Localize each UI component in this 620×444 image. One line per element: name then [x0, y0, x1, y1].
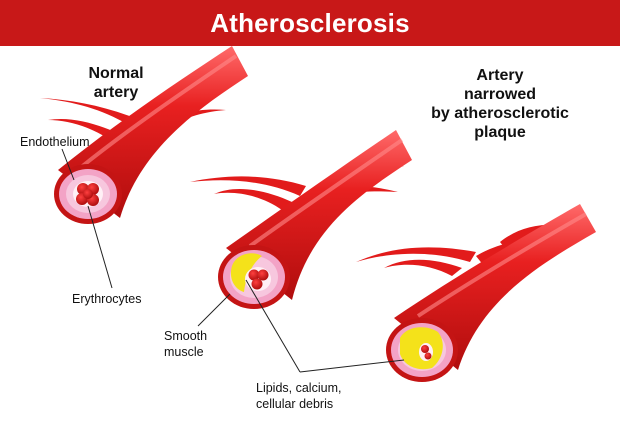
leader-line-lipids [245, 279, 301, 373]
erythrocytes-cluster [248, 269, 269, 290]
artery-highlight [248, 138, 404, 248]
artery-branch [384, 259, 462, 276]
erythrocyte [424, 352, 432, 360]
middle-artery [190, 130, 412, 309]
smooth-muscle-label: muscle [164, 345, 204, 359]
lipids-label: Lipids, calcium, [256, 381, 341, 395]
narrowed-artery-label: Artery [476, 67, 523, 84]
leader-line-erythrocytes [87, 205, 113, 289]
normal-artery-label: artery [94, 84, 139, 101]
endothelium-label: Endothelium [20, 135, 90, 149]
page-title: Atherosclerosis [210, 7, 410, 38]
erythrocyte [257, 269, 269, 281]
leader-line-lipids [299, 359, 405, 373]
leader-line-endothelium [61, 148, 75, 181]
lipids-label: cellular debris [256, 397, 333, 411]
header-banner: Atherosclerosis [0, 0, 620, 46]
artery-highlight [416, 212, 587, 318]
erythrocyte [421, 345, 429, 353]
erythrocytes-cluster [421, 345, 432, 360]
smooth-muscle-label: Smooth [164, 329, 207, 343]
artery-branch [214, 188, 292, 210]
narrowed-artery-label: by atherosclerotic [431, 105, 569, 122]
erythrocyte [251, 278, 263, 290]
erythrocytes-cluster [76, 183, 99, 206]
artery-branch [476, 239, 566, 266]
leader-line-smooth-muscle [197, 293, 231, 327]
narrowed-artery [356, 204, 596, 382]
normal-artery [40, 46, 248, 224]
plaque-deposit [230, 253, 262, 292]
narrowed-artery-label: narrowed [464, 86, 536, 103]
erythrocyte [83, 189, 93, 199]
normal-artery-label: Normal [88, 65, 143, 82]
artery-highlight [78, 54, 238, 170]
erythrocyte [248, 269, 260, 281]
artery-branch [356, 247, 476, 262]
narrowed-artery-label: plaque [474, 124, 526, 141]
artery-branch [500, 224, 574, 252]
artery-branch [190, 176, 306, 196]
erythrocytes-label: Erythrocytes [72, 292, 141, 306]
